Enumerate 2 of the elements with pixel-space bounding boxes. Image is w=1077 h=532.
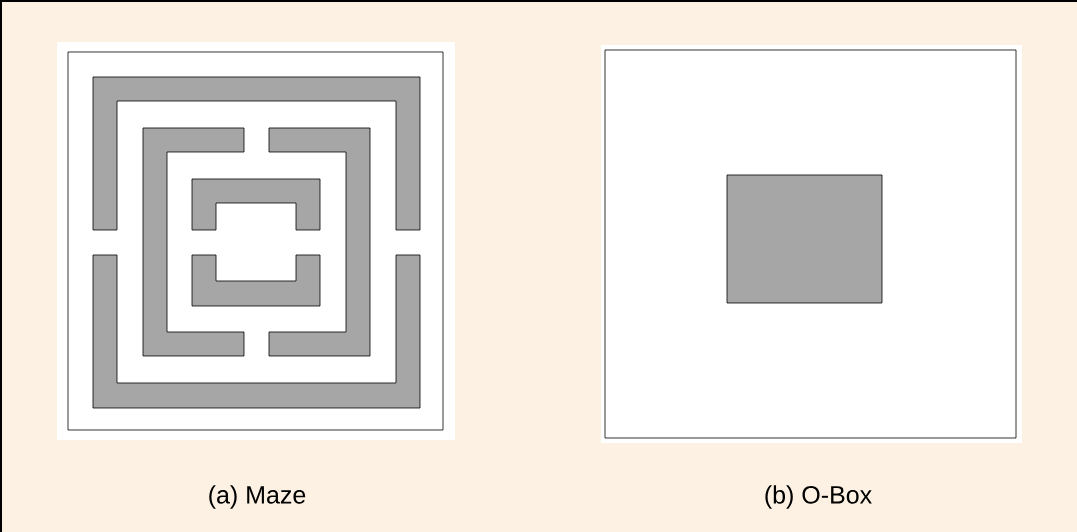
caption-label: (a) Maze <box>209 485 306 509</box>
caption-label: (b) O-Box <box>765 485 872 509</box>
